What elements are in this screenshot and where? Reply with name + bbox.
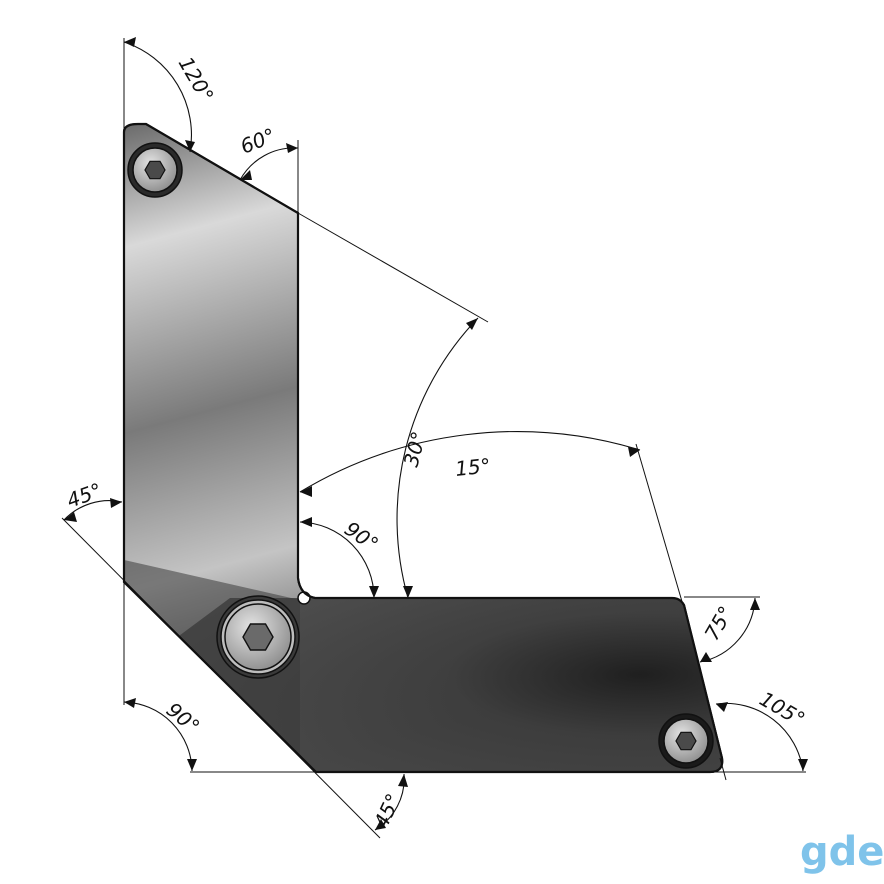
watermark-logo: gde <box>800 829 884 875</box>
metal-plate <box>122 122 724 774</box>
bolt-right <box>658 713 714 769</box>
angle-label-90-bottom: 90° <box>162 697 205 738</box>
angle-label-45-bottom: 45° <box>369 790 406 832</box>
angle-label-45-left: 45° <box>64 478 106 513</box>
bolt-center <box>216 595 300 679</box>
hex-socket-icon <box>675 731 697 751</box>
angle-label-30: 30° <box>399 429 431 469</box>
arrowheads <box>64 37 808 830</box>
angle-label-105: 105° <box>756 687 810 732</box>
angle-label-60: 60° <box>237 123 279 159</box>
hex-socket-icon <box>242 623 274 651</box>
angle-label-120: 120° <box>174 53 219 107</box>
angle-label-15: 15° <box>454 453 492 481</box>
hex-socket-icon <box>144 160 166 180</box>
angle-label-90-inner: 90° <box>340 516 383 556</box>
angle-label-75: 75° <box>700 602 739 645</box>
plate-bottom-arm <box>160 598 723 772</box>
dimension-lines <box>61 38 806 839</box>
bolt-top <box>127 142 183 198</box>
